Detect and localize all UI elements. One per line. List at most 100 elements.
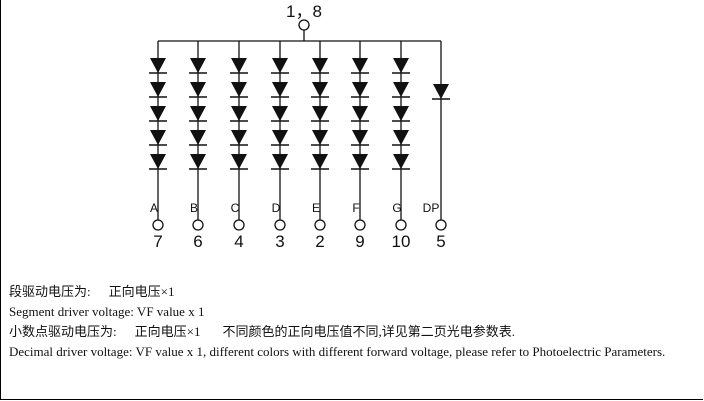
pin-number: 7 — [153, 232, 162, 251]
led-diode — [392, 82, 410, 98]
led-diode — [149, 106, 167, 122]
note-line-3: 小数点驱动电压为: 正向电压×1 不同颜色的正向电压值不同,详见第二页光电参数表. — [9, 322, 699, 342]
diode-triangle — [433, 84, 449, 99]
common-anode: 1，8 — [158, 2, 441, 42]
led-diode — [271, 130, 289, 146]
led-diode — [189, 154, 207, 170]
pin-terminal — [314, 219, 326, 231]
led-diode — [351, 106, 369, 122]
led-diode — [189, 82, 207, 98]
diode-triangle — [231, 82, 247, 97]
pin-terminal — [435, 219, 447, 231]
led-diode — [271, 58, 289, 74]
diode-triangle — [393, 106, 409, 121]
segment-label: C — [231, 201, 240, 215]
note-line-1-label: 段驱动电压为: — [9, 284, 91, 299]
common-pin-label: 1，8 — [286, 2, 322, 21]
diode-triangle — [312, 106, 328, 121]
led-diode — [230, 106, 248, 122]
led-diode — [311, 82, 329, 98]
segment-column-e: E2 — [311, 41, 329, 251]
led-diode — [432, 84, 450, 100]
pin-terminal — [395, 219, 407, 231]
led-diode — [311, 154, 329, 170]
diode-triangle — [190, 58, 206, 73]
led-diode — [392, 58, 410, 74]
diode-triangle — [352, 154, 368, 169]
diode-triangle — [272, 82, 288, 97]
diode-triangle — [231, 130, 247, 145]
led-diode — [392, 130, 410, 146]
segment-label: DP — [423, 201, 440, 215]
diode-triangle — [231, 58, 247, 73]
diode-triangle — [190, 154, 206, 169]
led-diode — [230, 82, 248, 98]
diode-triangle — [393, 130, 409, 145]
pin-terminal — [233, 219, 245, 231]
segment-label: G — [392, 201, 401, 215]
note-line-3-value: 正向电压×1 — [134, 324, 201, 339]
note-line-1: 段驱动电压为: 正向电压×1 — [9, 282, 699, 302]
diode-triangle — [352, 106, 368, 121]
diode-triangle — [352, 130, 368, 145]
notes: 段驱动电压为: 正向电压×1 Segment driver voltage: VF… — [9, 282, 699, 362]
led-diode — [271, 154, 289, 170]
diode-triangle — [272, 130, 288, 145]
diode-triangle — [150, 58, 166, 73]
diode-triangle — [190, 82, 206, 97]
diode-triangle — [352, 58, 368, 73]
led-diode — [392, 106, 410, 122]
pin-number: 10 — [392, 232, 411, 251]
diode-triangle — [231, 106, 247, 121]
led-diode — [351, 58, 369, 74]
pin-number: 6 — [193, 232, 202, 251]
pin-terminal — [274, 219, 286, 231]
pin-number: 3 — [275, 232, 284, 251]
diode-triangle — [352, 82, 368, 97]
led-diode — [149, 154, 167, 170]
pin-number: 2 — [315, 232, 324, 251]
pin-terminal — [192, 219, 204, 231]
led-diode — [311, 58, 329, 74]
segment-column-dp: DP 5 — [423, 41, 450, 251]
segment-label: F — [352, 201, 359, 215]
segment-column-b: B6 — [189, 41, 207, 251]
led-diode — [189, 130, 207, 146]
diode-triangle — [272, 58, 288, 73]
note-line-1-value: 正向电压×1 — [108, 284, 175, 299]
diode-triangle — [312, 58, 328, 73]
diode-triangle — [150, 106, 166, 121]
segment-column-c: C4 — [230, 41, 248, 251]
led-diode — [271, 82, 289, 98]
pin-terminal — [152, 219, 164, 231]
diode-triangle — [150, 82, 166, 97]
segment-column-g: G 10 — [392, 41, 411, 251]
diode-triangle — [231, 154, 247, 169]
segment-label: B — [190, 201, 198, 215]
segment-column-f: F9 — [351, 41, 369, 251]
led-diode — [149, 130, 167, 146]
led-diode — [149, 58, 167, 74]
note-line-2: Segment driver voltage: VF value x 1 — [9, 304, 205, 319]
pin-number: 5 — [436, 232, 445, 251]
diode-triangle — [272, 154, 288, 169]
diode-triangle — [393, 82, 409, 97]
diode-triangle — [393, 154, 409, 169]
diode-triangle — [150, 130, 166, 145]
led-diode — [149, 82, 167, 98]
note-line-3-extra: 不同颜色的正向电压值不同,详见第二页光电参数表. — [222, 324, 515, 339]
led-diode — [392, 154, 410, 170]
led-diode — [230, 130, 248, 146]
note-line-4: Decimal driver voltage: VF value x 1, di… — [9, 344, 666, 359]
pin-terminal — [354, 219, 366, 231]
led-diode — [189, 58, 207, 74]
diode-triangle — [190, 106, 206, 121]
led-diode — [271, 106, 289, 122]
diode-triangle — [312, 130, 328, 145]
note-line-3-label: 小数点驱动电压为: — [9, 324, 117, 339]
diode-triangle — [312, 154, 328, 169]
led-diode — [189, 106, 207, 122]
common-pin-terminal — [298, 19, 310, 31]
led-diode — [311, 106, 329, 122]
